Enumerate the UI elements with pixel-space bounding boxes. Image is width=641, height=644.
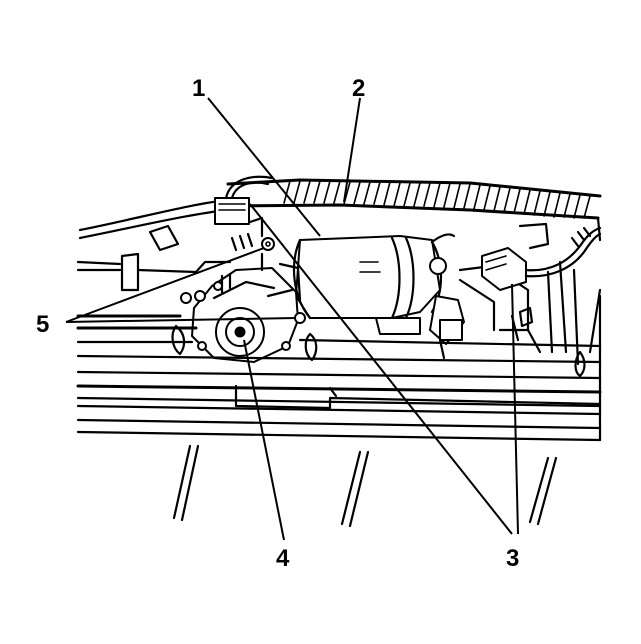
harness-connector-right (481, 222, 602, 291)
frame-brackets (76, 216, 264, 292)
callout-1: 1 (192, 75, 205, 102)
leader-3b (511, 283, 519, 535)
callout-2: 2 (352, 75, 365, 102)
leader-2 (343, 97, 361, 203)
harness-connector-left (214, 175, 274, 225)
leader-lines (65, 97, 519, 541)
mounting-screws (180, 237, 306, 351)
lower-frame (76, 294, 602, 442)
support-posts (172, 444, 558, 528)
roof-panel (78, 178, 602, 242)
sunroof-motor (292, 233, 465, 360)
callout-3: 3 (506, 545, 519, 572)
callout-5: 5 (36, 311, 49, 338)
leader-4 (243, 339, 285, 541)
callout-4: 4 (276, 545, 290, 572)
leader-5a (65, 247, 265, 323)
leader-1 (207, 97, 321, 237)
roof-seal-ribs (283, 180, 591, 219)
leader-3a (249, 203, 513, 535)
callout-labels: 1 2 3 4 5 (36, 75, 519, 572)
leader-5b (65, 317, 297, 323)
